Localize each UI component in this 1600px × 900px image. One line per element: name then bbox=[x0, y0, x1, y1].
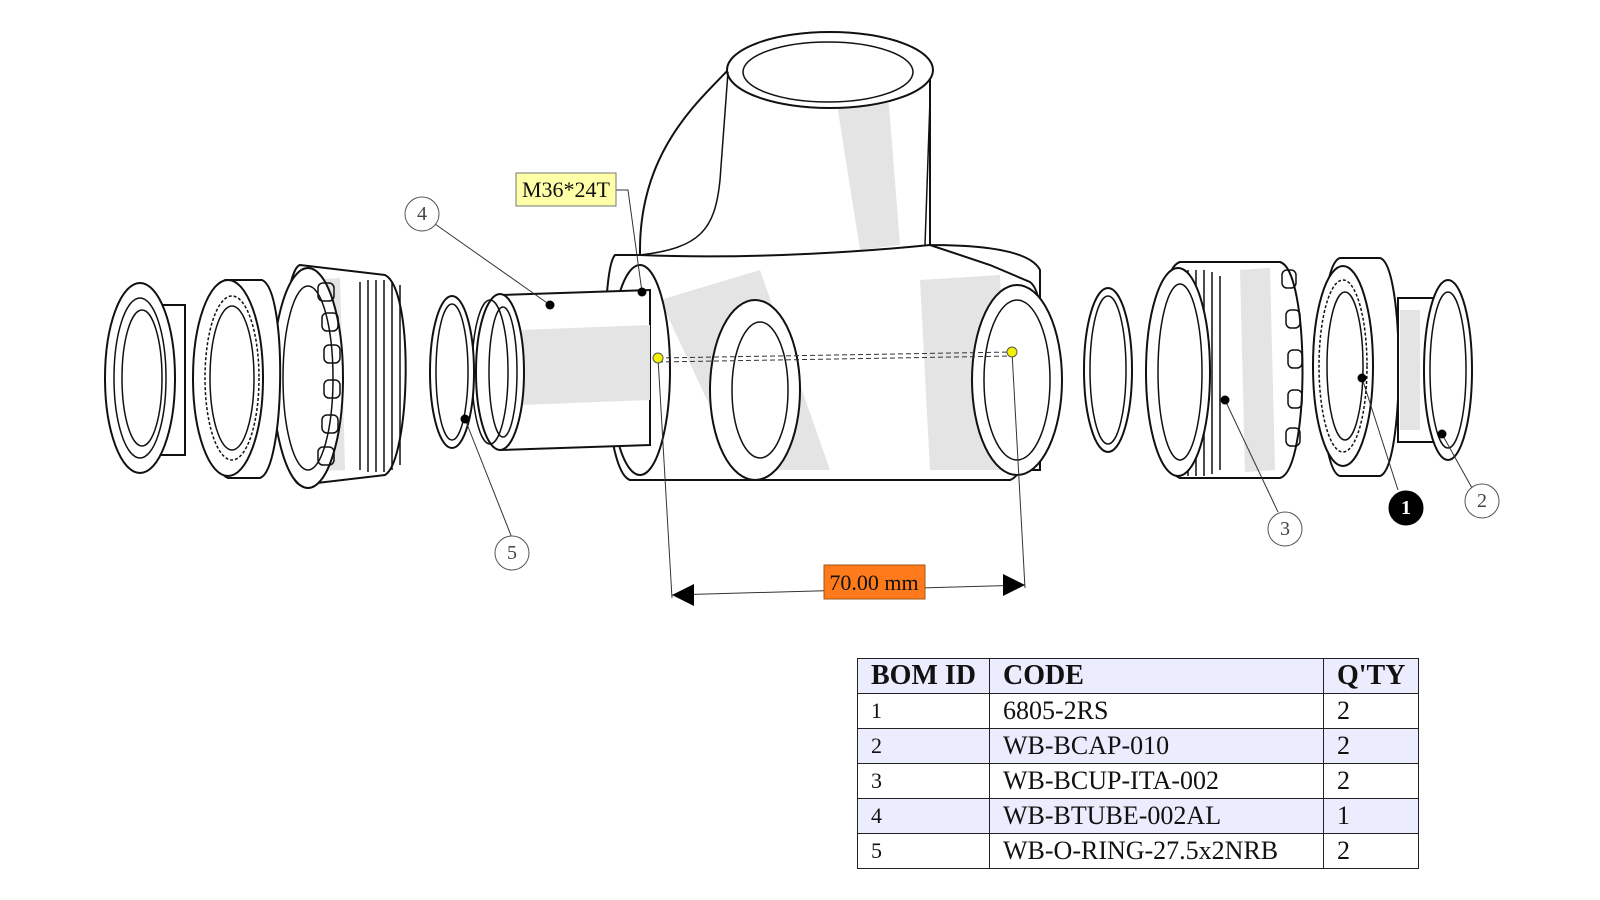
measure-point-right[interactable] bbox=[1006, 346, 1018, 358]
bom-cell-id: 3 bbox=[857, 763, 990, 799]
bom-cell-code: 6805-2RS bbox=[989, 693, 1324, 729]
bb-tube[interactable] bbox=[471, 288, 651, 452]
bom-row[interactable]: 1 6805-2RS 2 bbox=[857, 693, 1420, 729]
balloon-3[interactable]: 3 bbox=[1267, 511, 1303, 547]
bom-cell-code: WB-BCAP-010 bbox=[989, 728, 1324, 764]
bom-cell-qty: 2 bbox=[1322, 728, 1420, 764]
balloon-2[interactable]: 2 bbox=[1464, 483, 1500, 519]
bom-cell-qty: 2 bbox=[1322, 693, 1420, 729]
svg-text:4: 4 bbox=[417, 203, 427, 225]
balloon-leaders bbox=[434, 223, 1473, 539]
dimension-arrow-right bbox=[1003, 574, 1025, 596]
svg-text:5: 5 bbox=[507, 542, 517, 564]
frame-shell[interactable] bbox=[604, 31, 1063, 481]
bom-cell-qty: 1 bbox=[1322, 798, 1420, 834]
bb-cap-left[interactable] bbox=[104, 282, 186, 474]
bom-row[interactable]: 4 WB-BTUBE-002AL 1 bbox=[857, 798, 1420, 834]
dimension-arrow-left bbox=[672, 584, 694, 606]
bom-cell-code: WB-O-RING-27.5x2NRB bbox=[989, 833, 1324, 869]
bom-cell-qty: 2 bbox=[1322, 763, 1420, 799]
svg-text:2: 2 bbox=[1477, 490, 1487, 512]
bom-cell-code: WB-BTUBE-002AL bbox=[989, 798, 1324, 834]
bom-table: BOM ID CODE Q'TY 1 6805-2RS 2 2 WB-BCAP-… bbox=[857, 658, 1420, 869]
bb-cup-left[interactable] bbox=[272, 263, 407, 489]
bom-cell-code: WB-BCUP-ITA-002 bbox=[989, 763, 1324, 799]
bom-header-qty[interactable]: Q'TY bbox=[1322, 658, 1420, 694]
thread-spec-label[interactable]: M36*24T bbox=[522, 177, 611, 202]
bom-cell-id: 2 bbox=[857, 728, 990, 764]
svg-text:3: 3 bbox=[1280, 518, 1290, 540]
measure-point-left[interactable] bbox=[652, 352, 664, 364]
bom-header-row: BOM ID CODE Q'TY bbox=[857, 658, 1420, 694]
dimension-label-box bbox=[823, 564, 926, 600]
bom-row[interactable]: 5 WB-O-RING-27.5x2NRB 2 bbox=[857, 833, 1420, 869]
thread-spec-label-box bbox=[515, 172, 617, 207]
bb-cup-right[interactable] bbox=[1145, 261, 1304, 479]
dimension-measure: 70.00 mm bbox=[652, 346, 1026, 606]
bearing-left[interactable] bbox=[192, 279, 282, 479]
svg-text:1: 1 bbox=[1401, 497, 1411, 519]
bom-header-code[interactable]: CODE bbox=[989, 658, 1324, 694]
balloon-5[interactable]: 5 bbox=[494, 535, 530, 571]
dimension-label[interactable]: 70.00 mm bbox=[829, 570, 918, 595]
bom-cell-id: 4 bbox=[857, 798, 990, 834]
thread-spec-callout: M36*24T bbox=[515, 172, 647, 297]
balloon-4[interactable]: 4 bbox=[404, 196, 440, 232]
bom-row[interactable]: 3 WB-BCUP-ITA-002 2 bbox=[857, 763, 1420, 799]
bom-cell-id: 5 bbox=[857, 833, 990, 869]
o-ring-left[interactable] bbox=[429, 295, 475, 449]
bom-row[interactable]: 2 WB-BCAP-010 2 bbox=[857, 728, 1420, 764]
bom-cell-id: 1 bbox=[857, 693, 990, 729]
bom-header-id[interactable]: BOM ID bbox=[857, 658, 990, 694]
balloon-1-selected[interactable]: 1 bbox=[1388, 490, 1424, 526]
o-ring-right[interactable] bbox=[1083, 287, 1133, 453]
bearing-right[interactable] bbox=[1312, 257, 1400, 477]
bom-cell-qty: 2 bbox=[1322, 833, 1420, 869]
bb-cap-right[interactable] bbox=[1397, 279, 1473, 461]
